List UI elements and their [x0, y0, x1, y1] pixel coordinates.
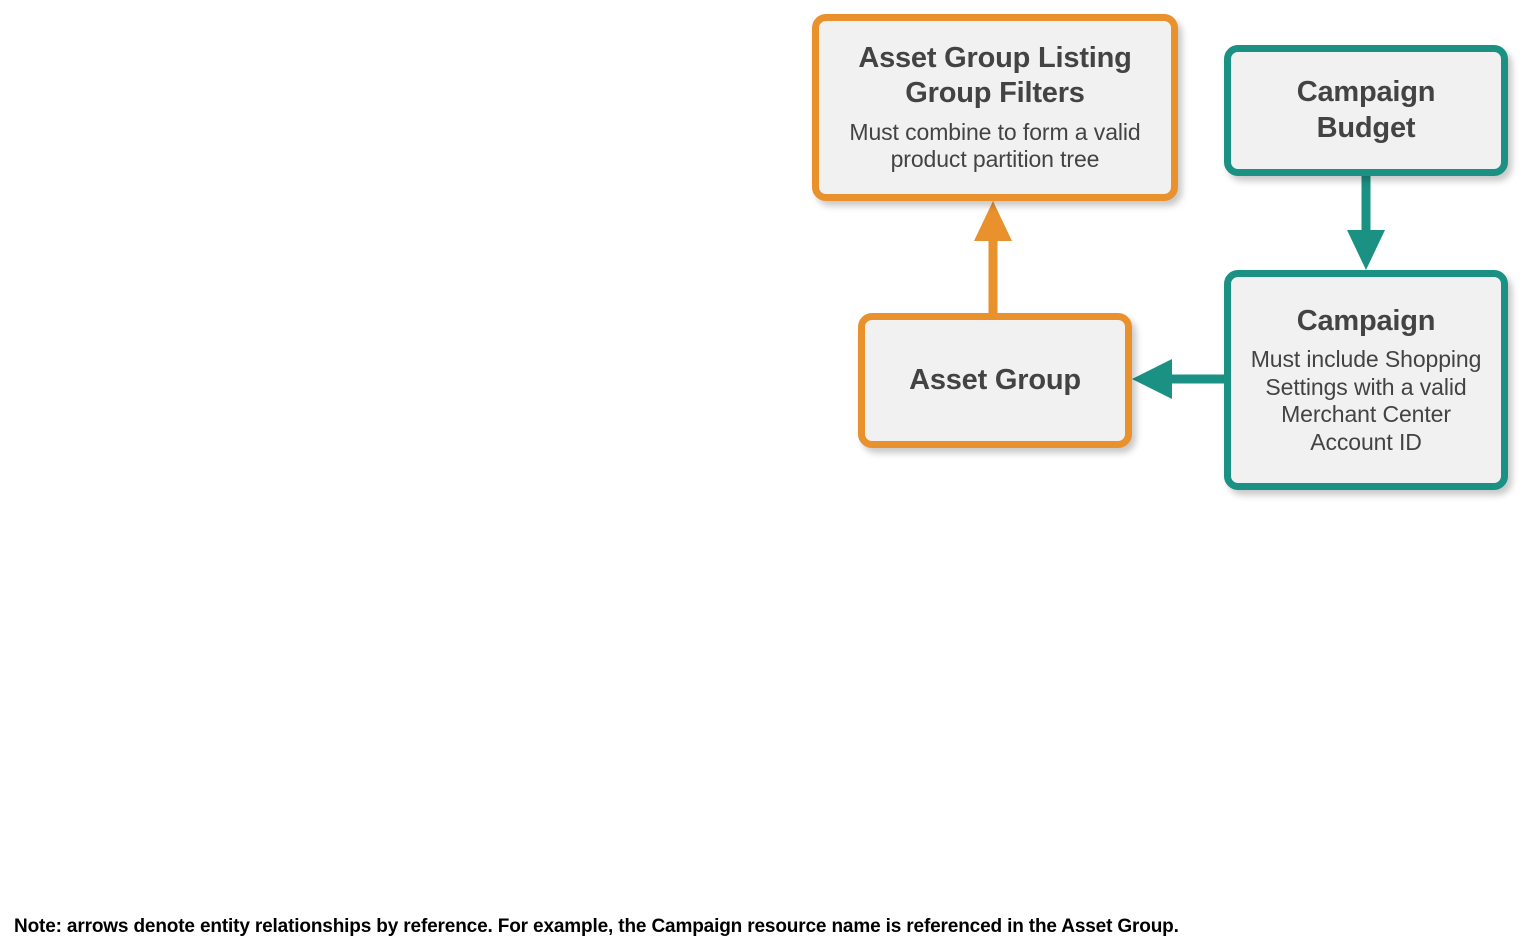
node-title-asset-group-listing-group-filters: Asset Group Listing Group Filters: [858, 42, 1132, 110]
node-title-campaign-budget: Campaign Budget: [1296, 76, 1436, 144]
node-title-asset-group: Asset Group: [909, 363, 1081, 396]
edge-campaign-to-asset-group: [1132, 359, 1224, 399]
node-title-campaign: Campaign: [1296, 304, 1436, 337]
edge-asset-group-to-listing-group-filters: [974, 201, 1012, 313]
arrowhead-down-teal: [1347, 230, 1385, 270]
node-subtitle-asset-group-listing-group-filters: Must combine to form a valid product par…: [849, 118, 1141, 173]
node-asset-group-listing-group-filters[interactable]: Asset Group Listing Group Filters Must c…: [812, 14, 1178, 201]
node-asset-group[interactable]: Asset Group: [858, 313, 1132, 448]
arrowhead-up-orange: [974, 201, 1012, 241]
edge-campaign-budget-to-campaign: [1347, 176, 1385, 270]
arrowhead-left-teal: [1132, 359, 1172, 399]
node-campaign[interactable]: Campaign Must include Shopping Settings …: [1224, 270, 1508, 490]
node-campaign-budget[interactable]: Campaign Budget: [1224, 45, 1508, 176]
node-subtitle-campaign: Must include Shopping Settings with a va…: [1250, 346, 1482, 455]
diagram-note: Note: arrows denote entity relationships…: [14, 916, 1179, 937]
